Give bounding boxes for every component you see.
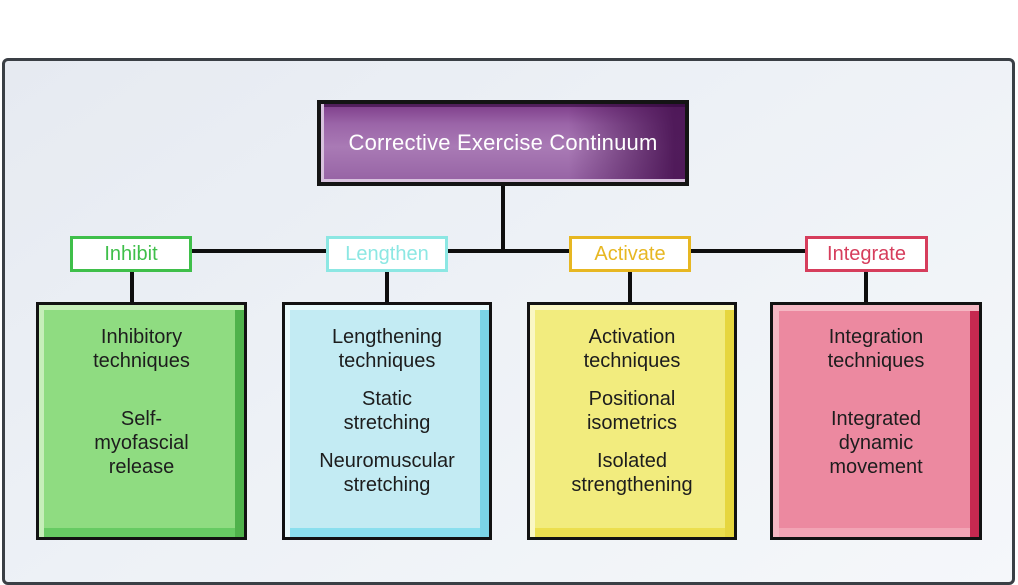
branch-box-integrate: Integration techniques Integrated dynami… [770,302,982,540]
connector-stub-inhibit [130,269,134,303]
branch-label-inhibit: Inhibit [70,236,192,272]
box-text-integration-techniques: Integration techniques [827,326,925,372]
connector-title-vertical [501,184,505,251]
branch-label-lengthen: Lengthen [326,236,448,272]
connector-stub-lengthen [385,269,389,303]
box-text-static-stretching: Static stretching [343,388,431,434]
branch-label-integrate: Integrate [805,236,928,272]
box-text-neuromuscular-stretching: Neuromuscular stretching [319,450,455,496]
box-text-inhibitory-techniques: Inhibitory techniques [93,326,190,372]
connector-stub-integrate [864,269,868,303]
connector-horizontal [191,249,807,253]
branch-label-activate: Activate [569,236,691,272]
branch-box-inhibit: Inhibitory techniques Self- myofascial r… [36,302,247,540]
connector-stub-activate [628,269,632,303]
branch-box-activate: Activation techniques Positional isometr… [527,302,737,540]
box-text-integrated-dynamic-movement: Integrated dynamic movement [829,408,923,478]
box-text-self-myofascial-release: Self- myofascial release [94,408,189,478]
root-node: Corrective Exercise Continuum [317,100,689,186]
branch-box-lengthen: Lengthening techniques Static stretching… [282,302,492,540]
box-text-activation-techniques: Activation techniques [583,326,681,372]
box-text-lengthening-techniques: Lengthening techniques [331,326,443,372]
box-text-positional-isometrics: Positional isometrics [586,388,677,434]
root-node-title: Corrective Exercise Continuum [348,130,658,155]
box-text-isolated-strengthening: Isolated strengthening [571,450,693,496]
